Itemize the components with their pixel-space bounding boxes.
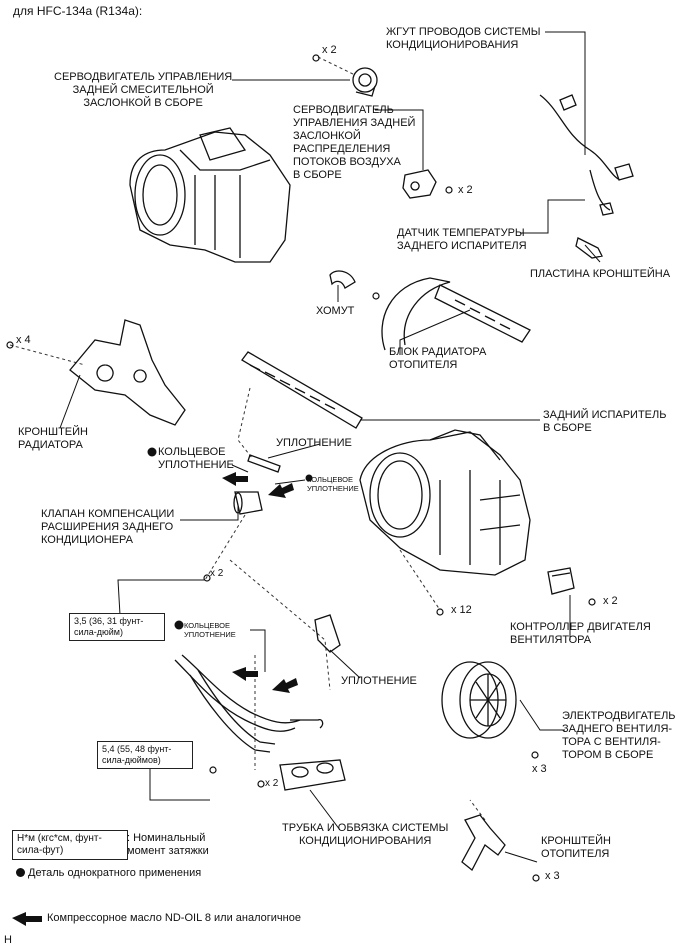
blower-controller-part <box>547 567 575 595</box>
dash-1 <box>317 56 356 76</box>
label-radiator-bracket: КРОНШТЕЙН РАДИАТОРА <box>18 426 88 451</box>
leader-airflow-servo <box>375 109 424 170</box>
blower-motor-part <box>441 661 517 739</box>
leader-o-ring-small <box>274 479 306 485</box>
heater-bracket-part <box>461 814 506 872</box>
label-o-ring-small: КОЛЬЦЕВОЕ УПЛОТНЕНИЕ <box>307 475 359 493</box>
leader-heater-core <box>399 309 471 355</box>
torque-box-1: 3,5 (36, 31 фунт- сила-дюйм) <box>69 613 165 641</box>
leader-piping <box>309 789 341 831</box>
leader-bracket-plate <box>584 244 601 263</box>
footer-code: H <box>4 934 12 946</box>
label-clamp: ХОМУТ <box>316 305 355 317</box>
rear-unit-housing <box>129 127 291 263</box>
leader-expansion-valve <box>180 505 239 521</box>
oil-arrow-3 <box>232 667 258 681</box>
non-reusable-dots <box>147 447 313 630</box>
non-reusable-dot-icon <box>16 868 25 877</box>
oil-arrow-4 <box>272 678 298 693</box>
qty-2: x 2 <box>458 184 473 196</box>
oil-arrow-2 <box>268 483 294 498</box>
label-expansion-valve: КЛАПАН КОМПЕНСАЦИИ РАСШИРЕНИЯ ЗАДНЕГО КО… <box>41 508 175 546</box>
label-rear-evaporator: ЗАДНИЙ ИСПАРИТЕЛЬ В СБОРЕ <box>543 409 667 434</box>
legend-torque-box: Н*м (кгс*см, фунт- сила-фут) <box>12 830 128 860</box>
leader-o-ring-1 <box>231 464 249 473</box>
torque-box-2: 5,4 (55, 48 фунт- сила-дюймов) <box>97 741 193 769</box>
bracket-plate-part <box>575 237 603 259</box>
qty-5: x 12 <box>451 604 472 616</box>
label-heater-core: БЛОК РАДИАТОРА ОТОПИТЕЛЯ <box>389 346 487 371</box>
leader-harness <box>545 31 586 155</box>
label-blower-controller: КОНТРОЛЛЕР ДВИГАТЕЛЯ ВЕНТИЛЯТОРА <box>510 621 651 646</box>
leader-seal-1 <box>267 443 321 459</box>
header-text: для HFC-134a (R134a): <box>13 4 143 18</box>
qty-7: x 2 <box>265 778 279 789</box>
label-seal-1: УПЛОТНЕНИЕ <box>276 437 352 449</box>
heater-core-part <box>381 277 531 351</box>
qty-6: x 2 <box>603 595 618 607</box>
leader-blower-motor <box>519 699 565 731</box>
label-blower-motor: ЭЛЕКТРОДВИГАТЕЛЬ ЗАДНЕГО ВЕНТИЛЯ- ТОРА С… <box>562 710 676 761</box>
piping-part <box>174 654 346 791</box>
label-o-ring-2: КОЛЬЦЕВОЕ УПЛОТНЕНИЕ <box>184 621 236 639</box>
rear-evaporator-part <box>241 351 363 429</box>
radiator-bracket-part <box>69 319 186 426</box>
leader-torque-1 <box>117 579 205 616</box>
legend-non-reusable: Деталь однократного применения <box>16 867 201 880</box>
leader-seal-2 <box>329 649 361 679</box>
oil-arrow-legend <box>12 912 42 926</box>
leader-heater-bracket <box>504 851 538 863</box>
harness-part <box>539 94 634 216</box>
qty-8: x 3 <box>532 763 547 775</box>
label-airflow-servo: СЕРВОДВИГАТЕЛЬ УПРАВЛЕНИЯ ЗАДНЕЙ ЗАСЛОНК… <box>293 104 416 181</box>
qty-3: x 4 <box>16 334 31 346</box>
oil-arrow-1 <box>222 472 248 486</box>
rear-ac-unit <box>359 429 531 576</box>
bolts <box>6 54 596 882</box>
qty-1: x 2 <box>322 44 337 56</box>
leader-o-ring-2 <box>250 629 266 672</box>
leader-radiator-bracket <box>59 374 81 429</box>
dash-6 <box>399 549 441 611</box>
dash-8 <box>469 799 486 821</box>
label-heater-bracket: КРОНШТЕЙН ОТОПИТЕЛЯ <box>541 835 611 860</box>
label-o-ring-1: КОЛЬЦЕВОЕ УПЛОТНЕНИЕ <box>158 446 234 471</box>
dash-2 <box>9 344 86 366</box>
seal-part-2 <box>314 614 341 653</box>
label-piping: ТРУБКА И ОБВЯЗКА СИСТЕМЫ КОНДИЦИОНИРОВАН… <box>282 822 449 847</box>
seal-part-1 <box>247 454 281 473</box>
airflow-servo-part <box>402 169 437 199</box>
mix-servo-part <box>352 67 378 97</box>
legend-torque-desc: : Номинальный момент затяжки <box>127 832 209 857</box>
clamp-part <box>329 270 356 289</box>
label-seal-2: УПЛОТНЕНИЕ <box>341 675 417 687</box>
qty-4: x 2 <box>210 568 224 579</box>
leader-torque-2 <box>149 765 210 801</box>
oil-arrows <box>12 472 298 926</box>
qty-9: x 3 <box>545 870 560 882</box>
dash-4 <box>204 514 246 581</box>
dash-5 <box>229 559 331 691</box>
dash-3 <box>237 387 253 459</box>
label-bracket-plate: ПЛАСТИНА КРОНШТЕЙНА <box>530 268 671 280</box>
legend-non-reusable-text: Деталь однократного применения <box>28 867 202 879</box>
expansion-valve-part <box>233 491 263 515</box>
label-evap-sensor: ДАТЧИК ТЕМПЕРАТУРЫ ЗАДНЕГО ИСПАРИТЕЛЯ <box>397 227 527 252</box>
legend-oil: Компрессорное масло ND-OIL 8 или аналоги… <box>47 912 301 924</box>
label-mix-servo: СЕРВОДВИГАТЕЛЬ УПРАВЛЕНИЯ ЗАДНЕЙ СМЕСИТЕ… <box>54 71 233 109</box>
leader-evap-sensor <box>520 199 585 234</box>
label-harness: ЖГУТ ПРОВОДОВ СИСТЕМЫ КОНДИЦИОНИРОВАНИЯ <box>386 26 541 51</box>
